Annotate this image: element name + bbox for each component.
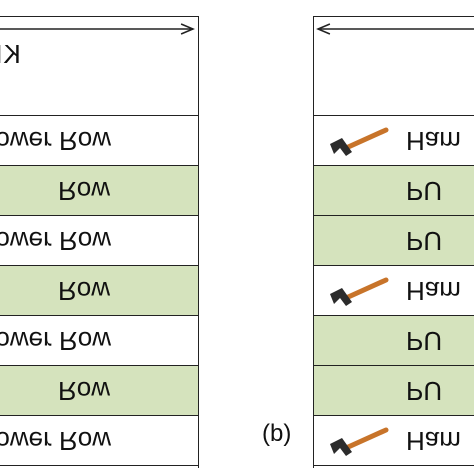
left-row-label: Power Row xyxy=(0,226,111,256)
left-table: KB Power Row Row Power Row Row Power Row… xyxy=(0,16,199,468)
left-header-label: KB xyxy=(0,39,21,69)
right-row-label: PU xyxy=(406,226,443,256)
left-header-cell: KB xyxy=(0,16,198,116)
right-row: PU xyxy=(314,216,474,266)
left-row-label: Power Row xyxy=(0,126,111,156)
right-row-label: Ham xyxy=(406,126,461,156)
right-row-label: PU xyxy=(406,326,443,356)
arrow-right-icon xyxy=(0,23,195,35)
right-row: Ham xyxy=(314,266,474,316)
right-row: PU xyxy=(314,166,474,216)
right-row-label: PU xyxy=(406,376,443,406)
left-row-label: Row xyxy=(57,276,110,306)
left-row-label: Power Row xyxy=(0,426,111,456)
left-row: Row xyxy=(0,166,198,216)
left-row-label: Row xyxy=(57,376,110,406)
arrow-left-icon xyxy=(316,23,474,35)
hammer-icon xyxy=(330,127,389,156)
left-row: Power Row xyxy=(0,316,198,366)
hammer-icon xyxy=(330,427,389,456)
left-row: Power Row xyxy=(0,116,198,166)
left-row: Power Row xyxy=(0,216,198,266)
right-header-cell xyxy=(314,16,474,116)
left-row: Row xyxy=(0,266,198,316)
right-row: PU xyxy=(314,366,474,416)
right-row-label: Ham xyxy=(406,276,461,306)
right-row: PU xyxy=(314,316,474,366)
left-row-label: Power Row xyxy=(0,326,111,356)
right-row-label: Ham xyxy=(406,426,461,456)
left-row: Row xyxy=(0,366,198,416)
left-row-label: Row xyxy=(57,176,110,206)
right-row: Ham xyxy=(314,416,474,466)
right-row-label: PU xyxy=(406,176,443,206)
left-row: Power Row xyxy=(0,416,198,466)
right-row: Ham xyxy=(314,116,474,166)
right-table: Ham PU PU Ham PU PU Ham xyxy=(313,16,474,468)
subfigure-label: (b) xyxy=(262,420,292,447)
hammer-icon xyxy=(330,277,389,306)
